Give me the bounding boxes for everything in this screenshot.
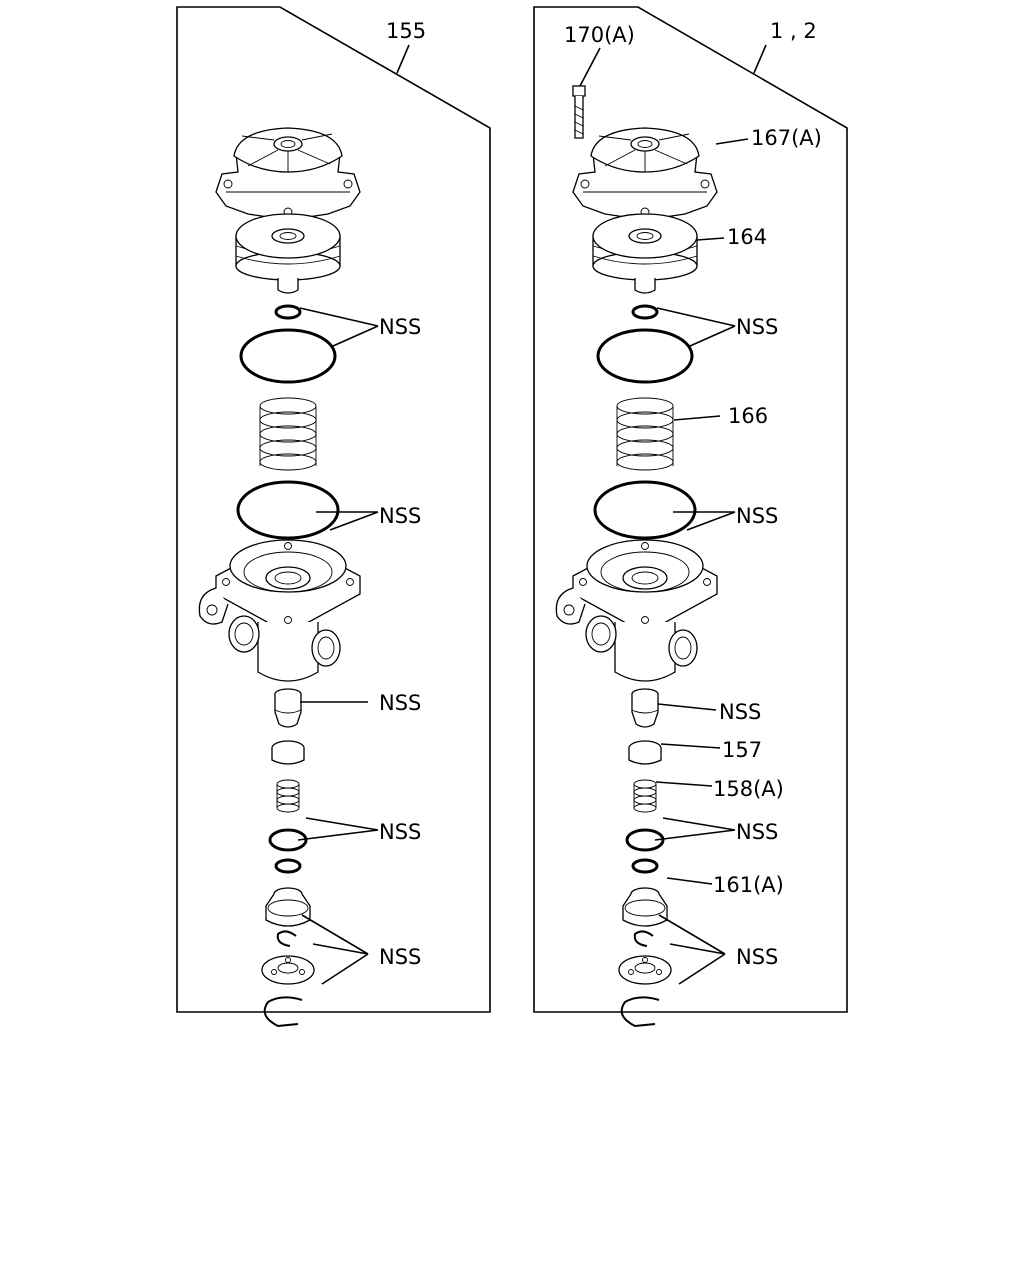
assembly-number-label: 1 , 2 xyxy=(770,19,817,43)
nss-label: NSS xyxy=(379,504,421,528)
leader-nss-upper-right xyxy=(656,307,736,347)
leader-158 xyxy=(655,781,713,787)
part-label-167: 167(A) xyxy=(751,126,822,150)
nss-label: NSS xyxy=(719,700,761,724)
nss-label: NSS xyxy=(736,315,778,339)
leader-nss-upper-left xyxy=(299,307,379,347)
leader-nss-body-left xyxy=(316,511,379,531)
part-label-164: 164 xyxy=(727,225,767,249)
nss-label: NSS xyxy=(379,315,421,339)
bolt-part xyxy=(572,85,586,139)
part-label-170: 170(A) xyxy=(564,23,635,47)
leader-nss-orings-right xyxy=(654,817,736,841)
right-assembly-panel: 1 , 2 170(A) 167(A) 164 NSS 166 NSS NSS … xyxy=(533,6,848,1028)
part-label-158: 158(A) xyxy=(713,777,784,801)
assembly-number-label: 155 xyxy=(386,19,426,43)
leader-nss-orings-left xyxy=(297,817,379,841)
nss-label: NSS xyxy=(379,691,421,715)
leader-nss-body-right xyxy=(673,511,736,531)
leader-nss-valve-right xyxy=(657,703,717,711)
leader-nss-retainer-left xyxy=(301,914,369,985)
nss-label: NSS xyxy=(379,945,421,969)
leader-nss-retainer-right xyxy=(658,914,726,985)
part-label-161: 161(A) xyxy=(713,873,784,897)
leader-167 xyxy=(715,138,749,145)
nss-label: NSS xyxy=(379,820,421,844)
leader-166 xyxy=(673,415,721,421)
leader-155 xyxy=(396,44,410,74)
left-assembly-panel: 155 NSS NSS NSS NSS NSS xyxy=(176,6,491,1028)
part-label-157: 157 xyxy=(722,738,762,762)
leader-157 xyxy=(660,743,721,749)
nss-label: NSS xyxy=(736,504,778,528)
leader-170 xyxy=(579,47,601,87)
nss-label: NSS xyxy=(736,820,778,844)
part-label-166: 166 xyxy=(728,404,768,428)
nss-label: NSS xyxy=(736,945,778,969)
leader-164 xyxy=(696,237,725,241)
leader-1-2 xyxy=(753,44,767,74)
leader-161 xyxy=(666,877,713,885)
